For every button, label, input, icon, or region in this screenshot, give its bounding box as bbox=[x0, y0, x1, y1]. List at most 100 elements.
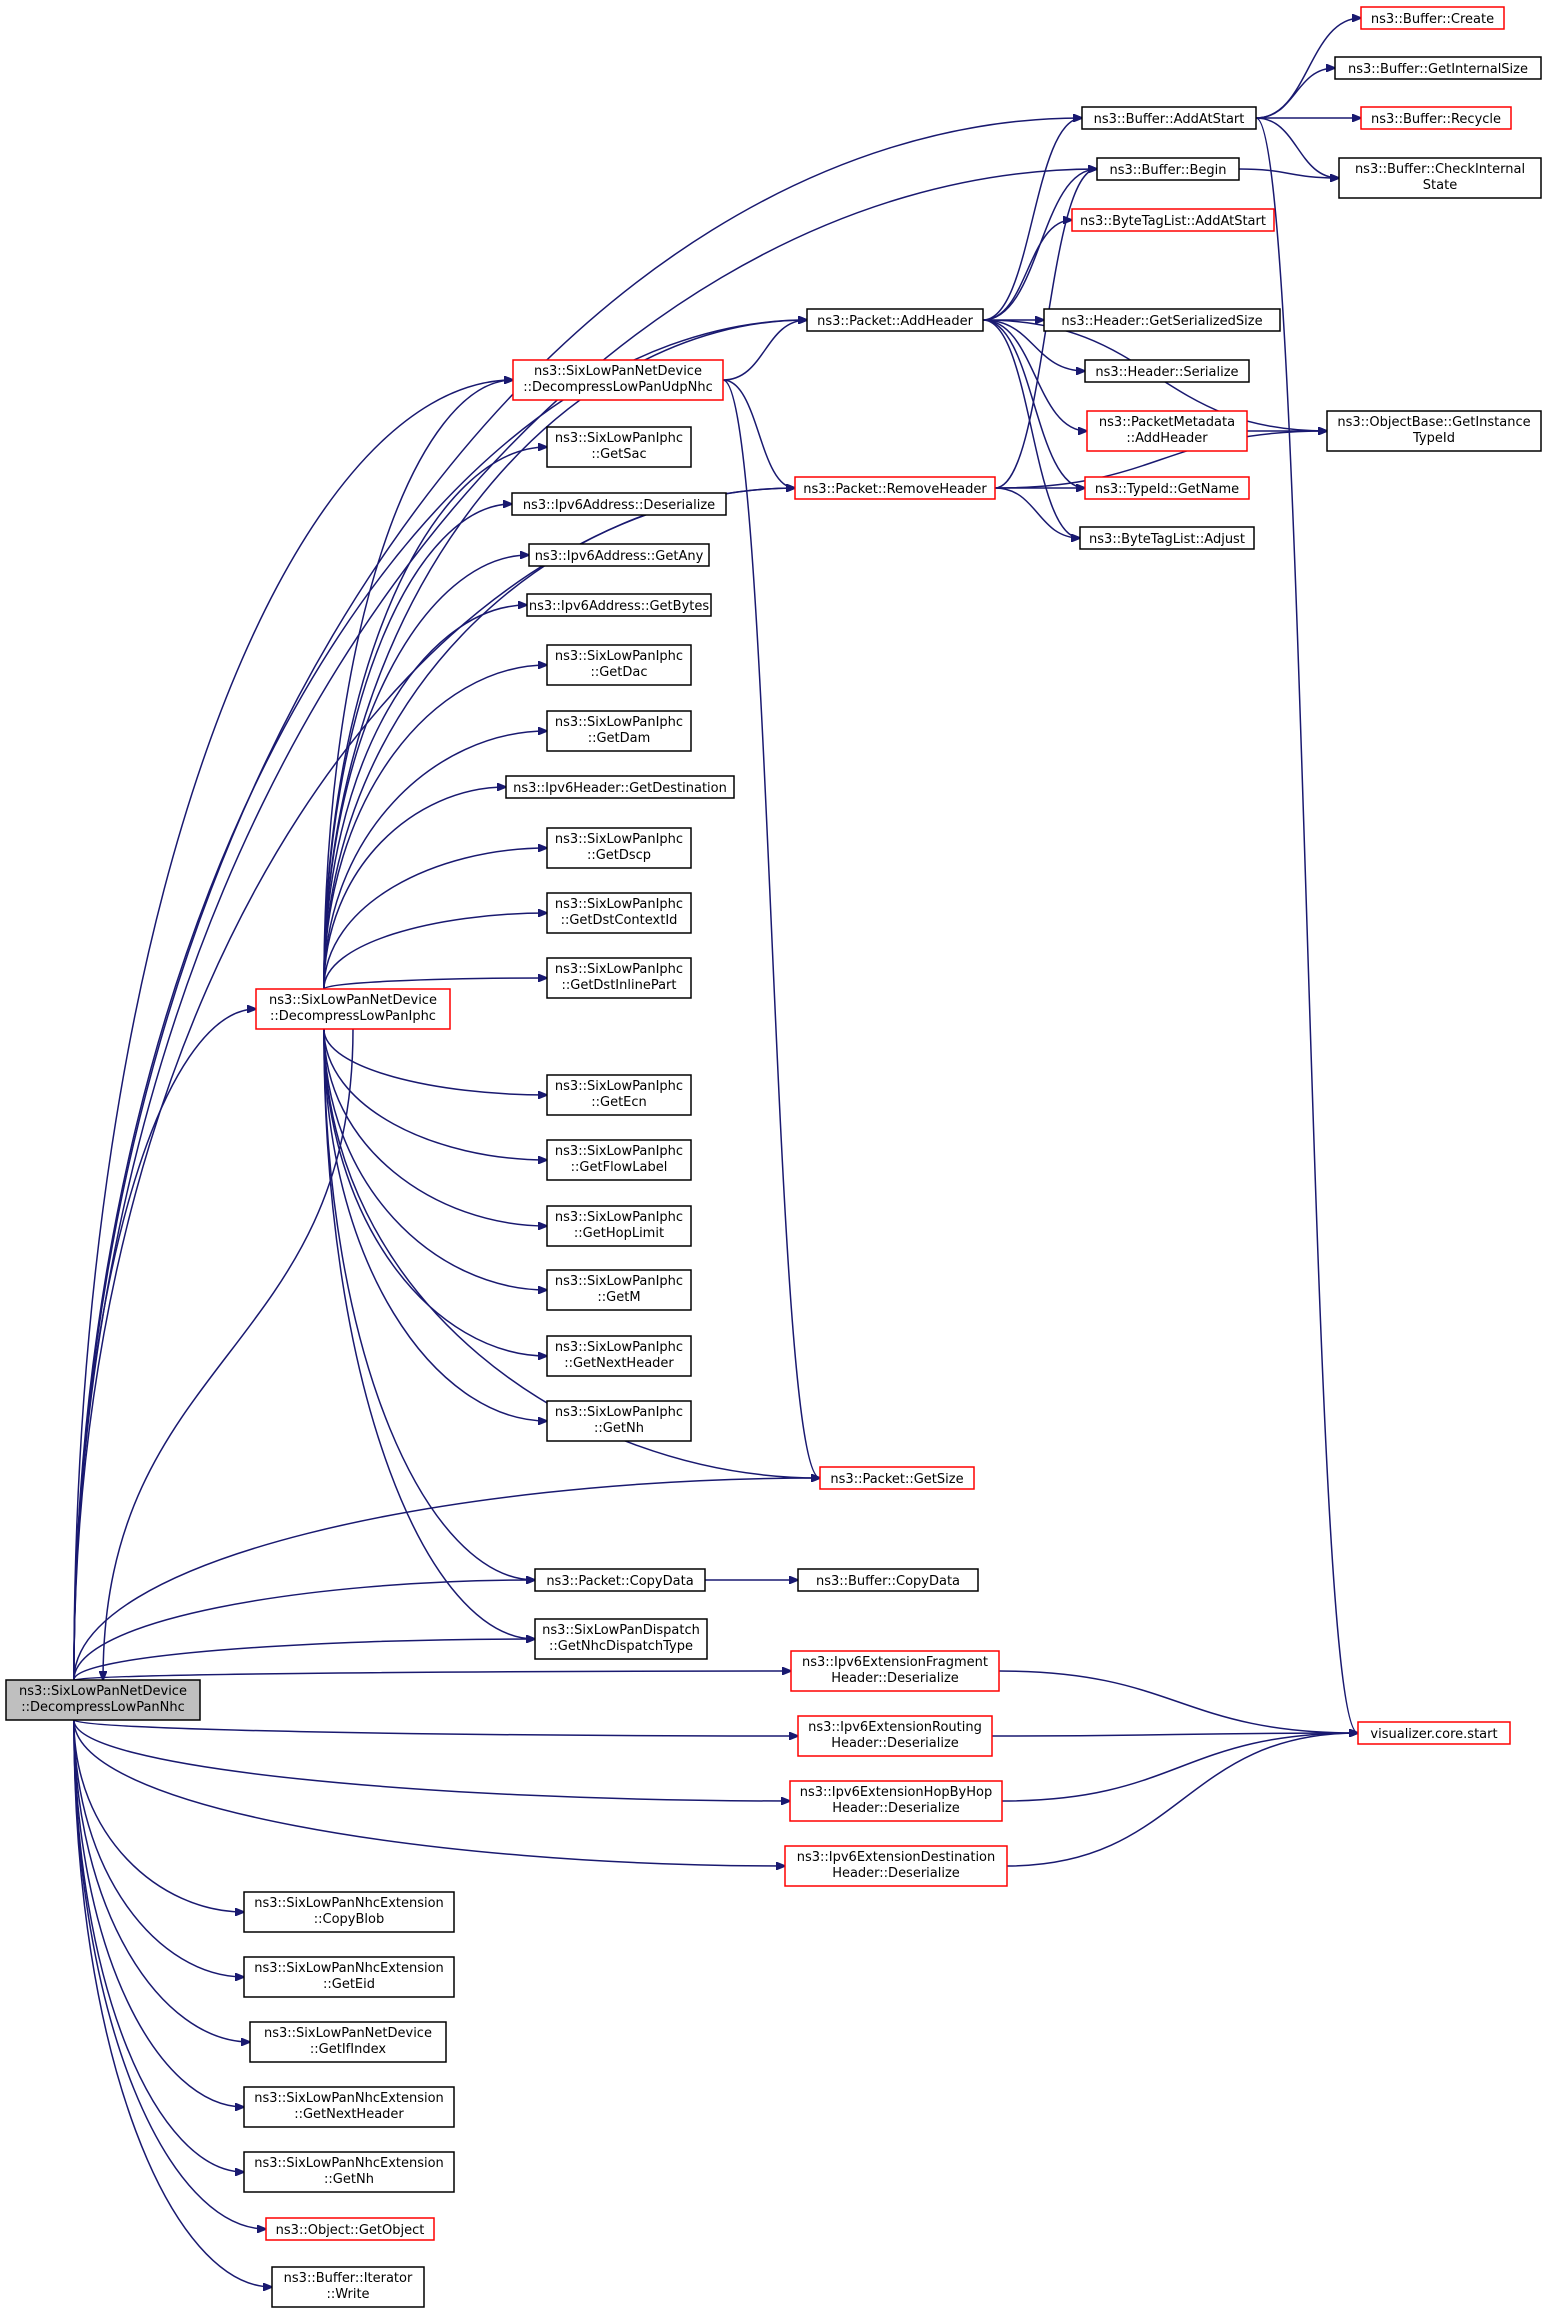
node-label-line: Header::Deserialize bbox=[832, 1866, 960, 1881]
node-label-line: ns3::SixLowPanIphc bbox=[555, 1274, 683, 1289]
node-label-line: ns3::SixLowPanNetDevice bbox=[19, 1684, 187, 1699]
node-label-line: ns3::SixLowPanIphc bbox=[555, 897, 683, 912]
edge-slp-decompiphc-to-iphc-getdscp bbox=[323, 848, 547, 990]
edge-p-addheader-to-b-addatstart bbox=[982, 118, 1082, 321]
node-root[interactable]: ns3::SixLowPanNetDevice::DecompressLowPa… bbox=[5, 1679, 201, 1721]
node-box bbox=[265, 2217, 435, 2241]
node-iphc-getecn[interactable]: ns3::SixLowPanIphc::GetEcn bbox=[546, 1074, 692, 1116]
edge-root-to-ext-destination bbox=[73, 1719, 785, 1866]
node-h-getserializedsize[interactable]: ns3::Header::GetSerializedSize bbox=[1043, 308, 1281, 332]
edge-slp-decompiphc-to-iphc-getdam bbox=[323, 731, 547, 990]
node-b-addatstart[interactable]: ns3::Buffer::AddAtStart bbox=[1081, 106, 1257, 130]
node-iphc-getdam[interactable]: ns3::SixLowPanIphc::GetDam bbox=[546, 710, 692, 752]
node-b-recycle[interactable]: ns3::Buffer::Recycle bbox=[1360, 106, 1512, 130]
node-p-removeheader[interactable]: ns3::Packet::RemoveHeader bbox=[794, 476, 996, 500]
node-label-line: ns3::Ipv6Address::GetAny bbox=[535, 549, 704, 564]
node-label-line: ::GetNh bbox=[594, 1421, 644, 1436]
node-btl-adjust[interactable]: ns3::ByteTagList::Adjust bbox=[1079, 526, 1255, 550]
node-b-copydata[interactable]: ns3::Buffer::CopyData bbox=[797, 1568, 979, 1592]
node-ip6a-getany[interactable]: ns3::Ipv6Address::GetAny bbox=[528, 543, 710, 567]
node-ip6a-getbytes[interactable]: ns3::Ipv6Address::GetBytes bbox=[526, 593, 712, 617]
node-iphc-getdscp[interactable]: ns3::SixLowPanIphc::GetDscp bbox=[546, 827, 692, 869]
node-tid-getname[interactable]: ns3::TypeId::GetName bbox=[1084, 476, 1250, 500]
node-iphc-getnh[interactable]: ns3::SixLowPanIphc::GetNh bbox=[546, 1400, 692, 1442]
node-ip6a-deserialize[interactable]: ns3::Ipv6Address::Deserialize bbox=[511, 492, 727, 516]
node-box bbox=[1043, 308, 1281, 332]
node-iphc-getflowlabel[interactable]: ns3::SixLowPanIphc::GetFlowLabel bbox=[546, 1139, 692, 1181]
edge-slp-decompiphc-to-iphc-gethoplimit bbox=[323, 1028, 547, 1226]
node-label-line: ::GetFlowLabel bbox=[571, 1160, 668, 1175]
edge-root-to-p-addheader bbox=[73, 320, 807, 1681]
edges-layer bbox=[73, 18, 1361, 2287]
node-box bbox=[243, 2086, 455, 2128]
node-box bbox=[1084, 359, 1250, 383]
node-label-line: ns3::SixLowPanIphc bbox=[555, 1340, 683, 1355]
edge-slp-decompiphc-to-p-getsize bbox=[323, 1028, 820, 1478]
node-slp-getifindex[interactable]: ns3::SixLowPanNetDevice::GetIfIndex bbox=[249, 2021, 447, 2063]
node-label-line: ns3::Ipv6Address::GetBytes bbox=[529, 599, 710, 614]
node-nhc-getnextheader[interactable]: ns3::SixLowPanNhcExtension::GetNextHeade… bbox=[243, 2086, 455, 2128]
node-bi-write[interactable]: ns3::Buffer::Iterator::Write bbox=[271, 2266, 425, 2308]
edge-root-to-bi-write bbox=[73, 1719, 272, 2287]
node-box bbox=[546, 1335, 692, 1377]
edge-ext-destination-to-viz-start bbox=[1006, 1733, 1358, 1867]
edge-ext-hopbyhop-to-viz-start bbox=[1001, 1733, 1358, 1802]
node-label-line: ns3::SixLowPanNhcExtension bbox=[254, 2091, 444, 2106]
node-nhc-copyblob[interactable]: ns3::SixLowPanNhcExtension::CopyBlob bbox=[243, 1891, 455, 1933]
node-btl-addatstart[interactable]: ns3::ByteTagList::AddAtStart bbox=[1071, 208, 1275, 232]
node-box bbox=[784, 1845, 1008, 1887]
node-iphc-getnextheader[interactable]: ns3::SixLowPanIphc::GetNextHeader bbox=[546, 1335, 692, 1377]
node-p-getsize[interactable]: ns3::Packet::GetSize bbox=[819, 1466, 975, 1490]
node-label-line: ::GetHopLimit bbox=[574, 1226, 664, 1241]
node-obj-getobject[interactable]: ns3::Object::GetObject bbox=[265, 2217, 435, 2241]
node-b-getinternalsize[interactable]: ns3::Buffer::GetInternalSize bbox=[1334, 56, 1542, 80]
node-iphc-getsac[interactable]: ns3::SixLowPanIphc::GetSac bbox=[546, 426, 692, 468]
edge-b-begin-to-b-checkinternal bbox=[1238, 168, 1339, 178]
node-box bbox=[1081, 106, 1257, 130]
node-ext-routing[interactable]: ns3::Ipv6ExtensionRoutingHeader::Deseria… bbox=[797, 1715, 993, 1757]
node-ext-hopbyhop[interactable]: ns3::Ipv6ExtensionHopByHopHeader::Deseri… bbox=[789, 1780, 1003, 1822]
node-box bbox=[790, 1650, 1000, 1692]
node-ip6h-getdestination[interactable]: ns3::Ipv6Header::GetDestination bbox=[505, 775, 735, 799]
node-iphc-getdstinlinepart[interactable]: ns3::SixLowPanIphc::GetDstInlinePart bbox=[546, 957, 692, 999]
node-iphc-gethoplimit[interactable]: ns3::SixLowPanIphc::GetHopLimit bbox=[546, 1205, 692, 1247]
node-pm-addheader[interactable]: ns3::PacketMetadata::AddHeader bbox=[1086, 410, 1248, 452]
node-label-line: ns3::Ipv6ExtensionRouting bbox=[808, 1720, 982, 1735]
node-box bbox=[546, 827, 692, 869]
node-iphc-getm[interactable]: ns3::SixLowPanIphc::GetM bbox=[546, 1269, 692, 1311]
node-label-line: ::GetSac bbox=[591, 447, 646, 462]
node-iphc-getdac[interactable]: ns3::SixLowPanIphc::GetDac bbox=[546, 644, 692, 686]
node-label-line: ns3::Packet::RemoveHeader bbox=[803, 482, 987, 497]
node-viz-start[interactable]: visualizer.core.start bbox=[1357, 1721, 1511, 1745]
node-slpd-getnhcdispatchtype[interactable]: ns3::SixLowPanDispatch::GetNhcDispatchTy… bbox=[534, 1618, 708, 1660]
node-nhc-getnh[interactable]: ns3::SixLowPanNhcExtension::GetNh bbox=[243, 2151, 455, 2193]
node-label-line: ns3::Buffer::AddAtStart bbox=[1094, 112, 1245, 127]
edge-slp-decompiphc-to-iphc-getdstcontextid bbox=[323, 913, 547, 990]
node-box bbox=[255, 988, 451, 1030]
node-label-line: ::DecompressLowPanNhc bbox=[21, 1700, 185, 1715]
node-h-serialize[interactable]: ns3::Header::Serialize bbox=[1084, 359, 1250, 383]
node-nhc-geteid[interactable]: ns3::SixLowPanNhcExtension::GetEid bbox=[243, 1956, 455, 1998]
node-label-line: ns3::SixLowPanIphc bbox=[555, 1079, 683, 1094]
edge-slp-decompiphc-to-slpd-getnhcdispatchtype bbox=[323, 1028, 535, 1639]
node-box bbox=[1360, 6, 1505, 30]
node-box bbox=[546, 710, 692, 752]
node-box bbox=[819, 1466, 975, 1490]
node-p-addheader[interactable]: ns3::Packet::AddHeader bbox=[806, 308, 984, 332]
node-label-line: ns3::SixLowPanIphc bbox=[555, 431, 683, 446]
node-label-line: TypeId bbox=[1412, 431, 1455, 446]
node-slp-decompudpnhc[interactable]: ns3::SixLowPanNetDevice::DecompressLowPa… bbox=[512, 359, 724, 401]
node-b-create[interactable]: ns3::Buffer::Create bbox=[1360, 6, 1505, 30]
node-ext-destination[interactable]: ns3::Ipv6ExtensionDestinationHeader::Des… bbox=[784, 1845, 1008, 1887]
node-p-copydata[interactable]: ns3::Packet::CopyData bbox=[534, 1568, 706, 1592]
node-ext-fragment[interactable]: ns3::Ipv6ExtensionFragmentHeader::Deseri… bbox=[790, 1650, 1000, 1692]
node-iphc-getdstcontextid[interactable]: ns3::SixLowPanIphc::GetDstContextId bbox=[546, 892, 692, 934]
node-label-line: ::GetIfIndex bbox=[310, 2042, 386, 2057]
node-label-line: ns3::Packet::GetSize bbox=[830, 1472, 963, 1487]
node-b-begin[interactable]: ns3::Buffer::Begin bbox=[1096, 157, 1240, 181]
node-label-line: ns3::Packet::AddHeader bbox=[817, 314, 973, 329]
node-slp-decompiphc[interactable]: ns3::SixLowPanNetDevice::DecompressLowPa… bbox=[255, 988, 451, 1030]
node-label-line: ns3::SixLowPanIphc bbox=[555, 1210, 683, 1225]
